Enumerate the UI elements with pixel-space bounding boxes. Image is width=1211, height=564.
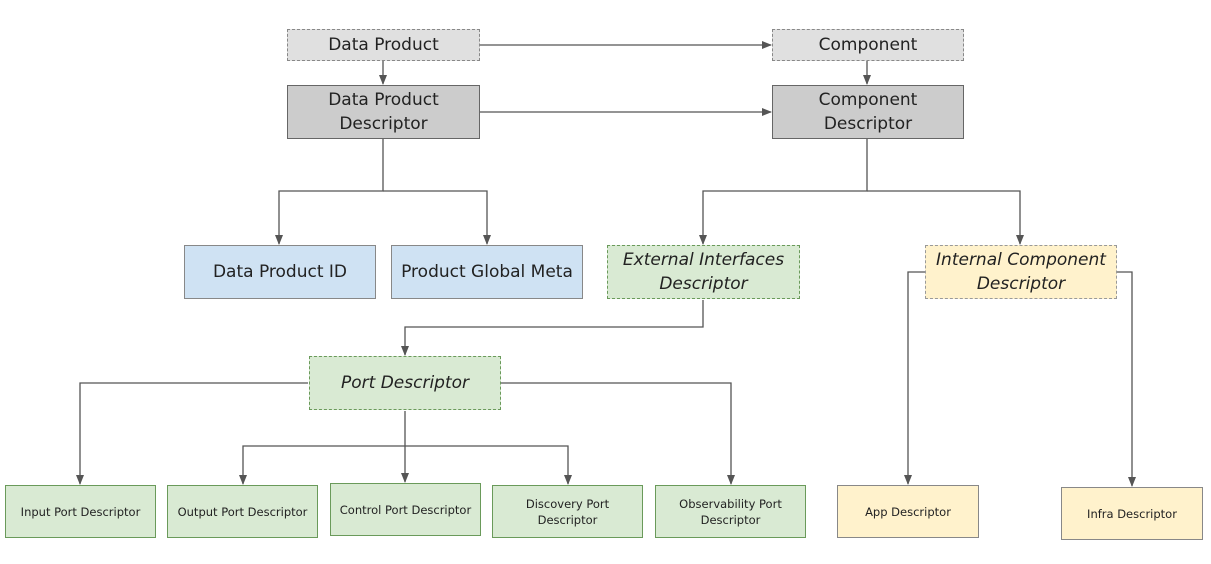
edge-compdescriptor-external [699, 139, 868, 245]
data-product-id-node: Data Product ID [184, 245, 376, 299]
data-product-node: Data Product [287, 29, 480, 61]
node-label: Control Port Descriptor [339, 502, 472, 517]
node-label-line1: Internal Component [936, 250, 1106, 270]
node-label-line1: Component [818, 90, 918, 110]
node-label: Data Product [328, 35, 439, 55]
edge-port-output [239, 445, 405, 485]
component-node: Component [772, 29, 964, 61]
component-descriptor-node: Component Descriptor [772, 85, 964, 139]
node-label-line2: Descriptor [339, 114, 428, 134]
observability-port-descriptor-node: Observability Port Descriptor [655, 485, 806, 538]
edge-dpdescriptor-globalmeta [383, 190, 491, 245]
edge-dpdescriptor-split [275, 139, 384, 245]
port-descriptor-node: Port Descriptor [309, 356, 501, 410]
node-label-line1: Discovery Port [525, 496, 610, 511]
node-label: Infra Descriptor [1087, 506, 1177, 521]
edge-port-observability [501, 382, 735, 485]
node-label-line2: Descriptor [823, 114, 913, 134]
node-label: Component [818, 35, 918, 55]
node-label: Product Global Meta [401, 262, 573, 282]
data-product-descriptor-node: Data Product Descriptor [287, 85, 480, 139]
node-label: Port Descriptor [340, 373, 470, 393]
edge-internal-app [904, 271, 925, 485]
node-label-line2: Descriptor [976, 274, 1066, 294]
node-label-line1: Observability Port [679, 496, 782, 511]
node-label-line2: Descriptor [700, 512, 761, 527]
edge-compdescriptor-internal [867, 190, 1024, 245]
node-label-line2: Descriptor [659, 274, 748, 294]
edge-external-port [401, 300, 704, 356]
node-label: App Descriptor [865, 504, 951, 519]
node-label-line1: External Interfaces [622, 250, 785, 270]
output-port-descriptor-node: Output Port Descriptor [167, 485, 318, 538]
edge-port-input [76, 382, 308, 485]
node-label-line1: Data Product [328, 90, 439, 110]
node-label: Data Product ID [212, 262, 348, 282]
node-label: Input Port Descriptor [20, 504, 141, 519]
edge-internal-infra [1117, 271, 1136, 487]
product-global-meta-node: Product Global Meta [391, 245, 583, 299]
node-label-line2: Descriptor [537, 512, 598, 527]
infra-descriptor-node: Infra Descriptor [1061, 487, 1203, 540]
app-descriptor-node: App Descriptor [837, 485, 979, 538]
discovery-port-descriptor-node: Discovery Port Descriptor [492, 485, 643, 538]
internal-component-descriptor-node: Internal Component Descriptor [925, 245, 1117, 299]
input-port-descriptor-node: Input Port Descriptor [5, 485, 156, 538]
edge-port-discovery [405, 445, 572, 485]
control-port-descriptor-node: Control Port Descriptor [330, 483, 481, 536]
node-label: Output Port Descriptor [177, 504, 308, 519]
external-interfaces-descriptor-node: External Interfaces Descriptor [607, 245, 800, 299]
